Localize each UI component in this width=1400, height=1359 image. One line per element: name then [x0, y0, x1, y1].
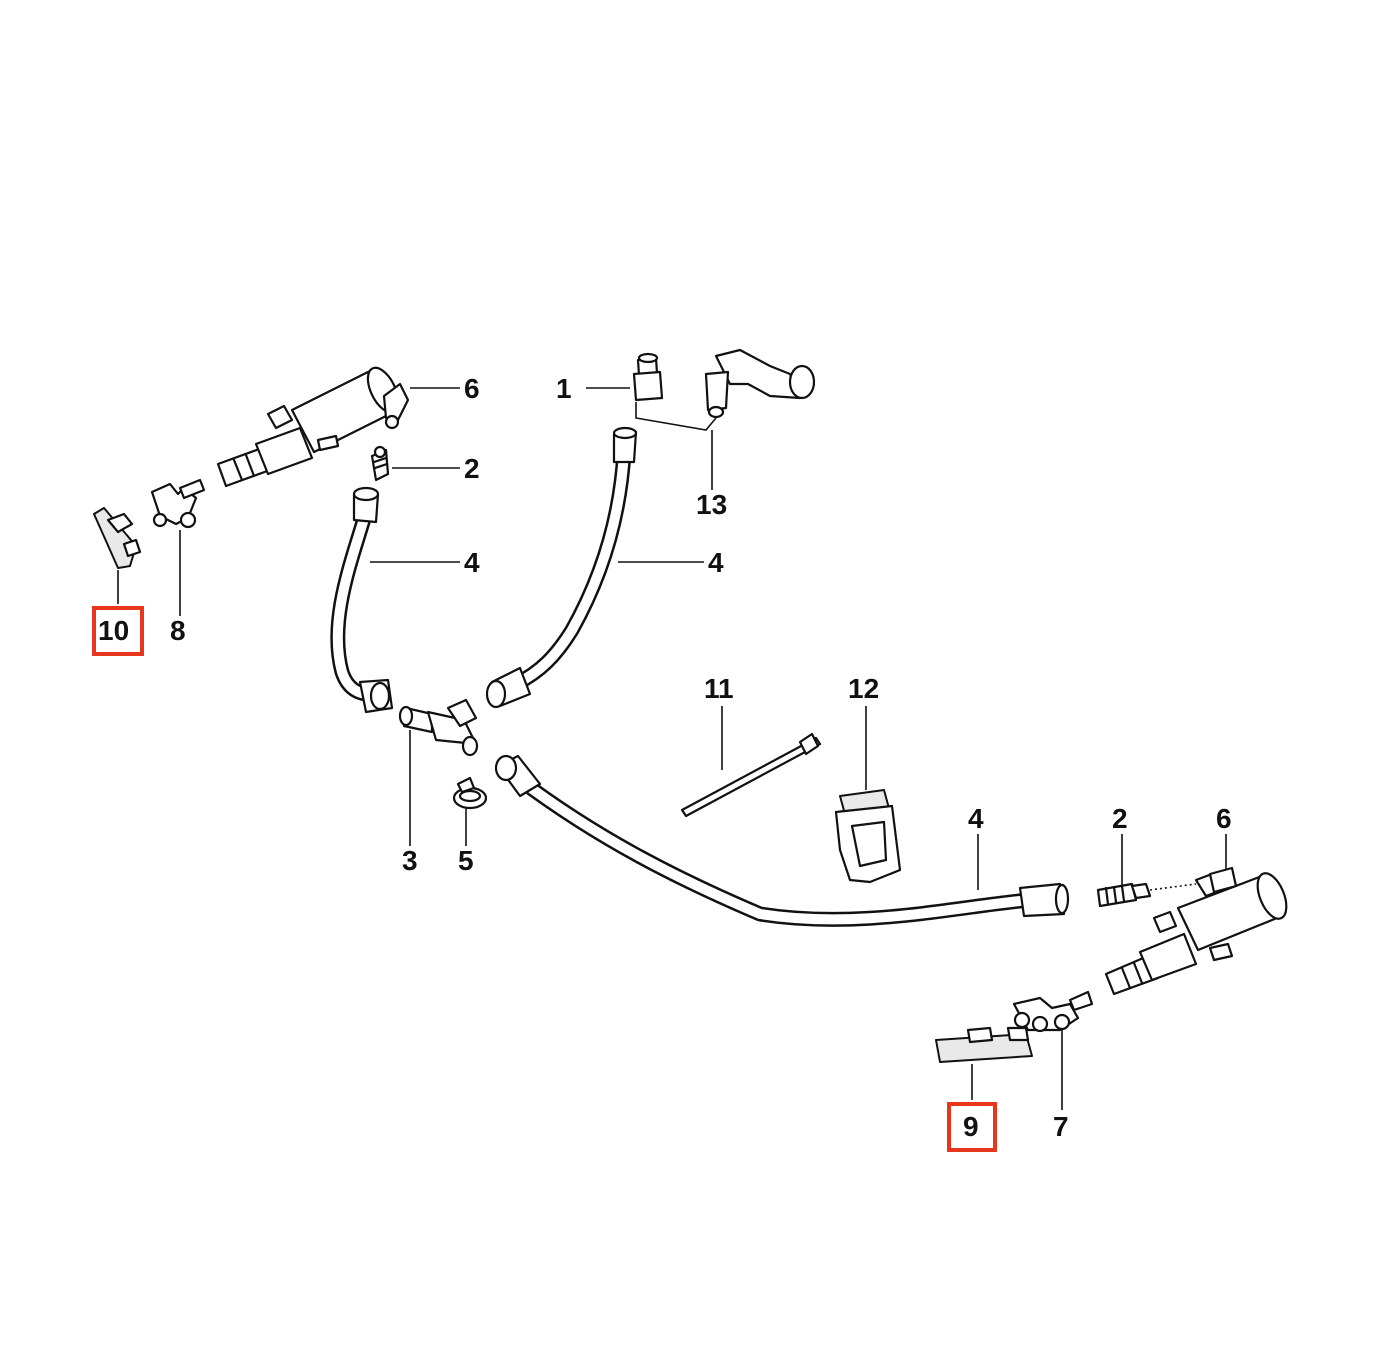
left-connector-part-2 [370, 445, 390, 482]
highlight-box-10 [92, 606, 144, 656]
callout-12: 12 [848, 673, 879, 704]
connector-part-1 [632, 352, 664, 402]
callout-6-right: 6 [1216, 803, 1232, 834]
callout-4-left: 4 [464, 547, 480, 578]
left-fitting-part-8 [150, 478, 206, 529]
callout-6-left: 6 [464, 373, 480, 404]
callout-7: 7 [1053, 1111, 1069, 1142]
hose-left-part-4 [330, 486, 394, 714]
cable-tie-part-11 [680, 732, 822, 818]
right-nozzle-cylinder [1104, 866, 1288, 996]
callout-10: 10 [98, 615, 129, 646]
callout-5: 5 [458, 845, 474, 876]
callout-1: 1 [556, 373, 572, 404]
left-nozzle-cylinder [216, 366, 410, 488]
highlight-box-9 [947, 1102, 997, 1152]
callout-4-upper: 4 [708, 547, 724, 578]
callout-8: 8 [170, 615, 186, 646]
hose-lower-part-4 [494, 754, 1070, 927]
right-cover-cap-part-9 [935, 1026, 1033, 1063]
callout-13: 13 [696, 489, 727, 520]
t-piece-part-3 [398, 698, 479, 757]
hose-clamp-part-5 [452, 776, 488, 810]
right-fitting-part-7 [1012, 990, 1094, 1033]
leader-lines [117, 387, 1227, 1110]
hose-upper-part-4 [485, 426, 638, 709]
callout-3: 3 [402, 845, 418, 876]
callout-11: 11 [704, 673, 734, 704]
callout-4-lower: 4 [968, 803, 984, 834]
callout-9: 9 [963, 1111, 979, 1142]
callout-2-left: 2 [464, 453, 480, 484]
clip-part-12 [834, 789, 902, 884]
left-cover-cap-part-10 [93, 507, 142, 569]
callout-2-right: 2 [1112, 803, 1128, 834]
right-connector-part-2 [1096, 882, 1197, 908]
elbow-connector-part-13 [704, 348, 816, 419]
callout-labels: 6 2 1 13 4 4 8 10 11 12 3 5 4 2 6 9 7 [98, 373, 1232, 1142]
